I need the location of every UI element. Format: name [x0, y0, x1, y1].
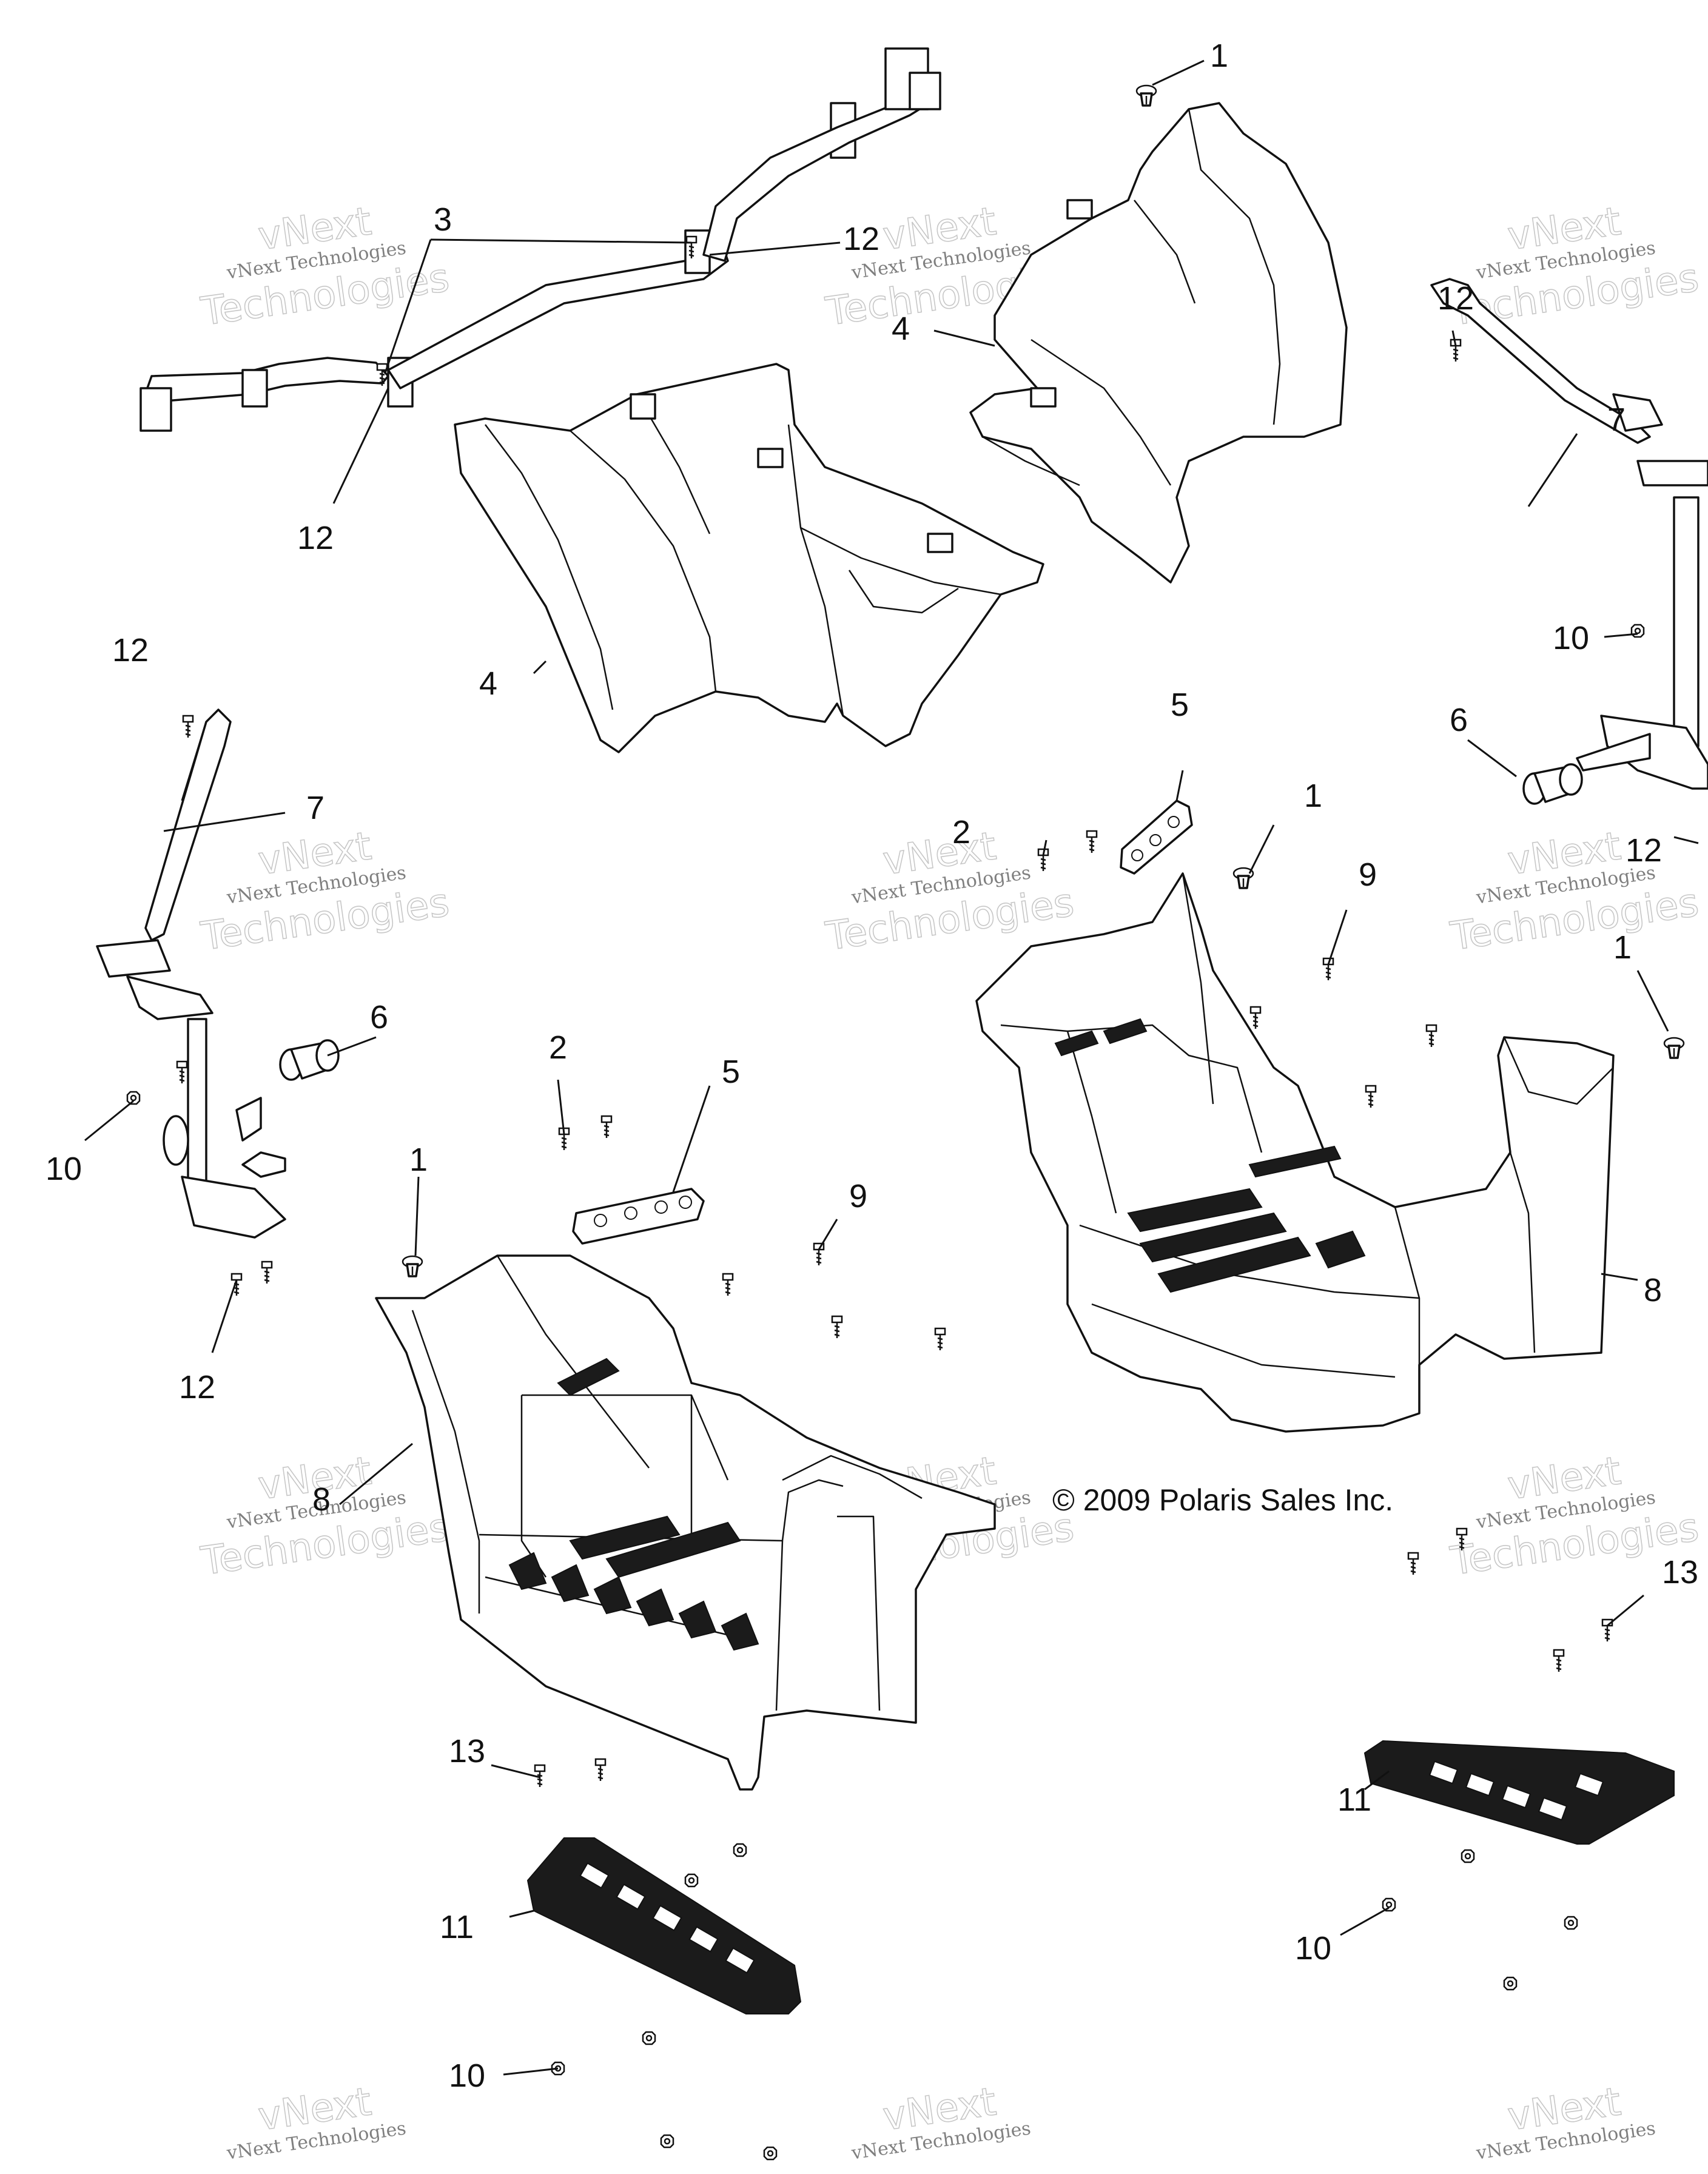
- callout-3: 3: [434, 201, 452, 238]
- watermark-mid-right: vNext vNext Technologies Technologies: [1447, 823, 1702, 960]
- callout-5: 5: [722, 1054, 740, 1090]
- callout-1: 1: [409, 1142, 428, 1178]
- footwell-left-part-8: [375, 1254, 996, 1791]
- callout-12: 12: [112, 632, 149, 668]
- footrest-right-part-11: [1363, 1740, 1675, 1845]
- footwell-right-part-8: [975, 872, 1615, 1433]
- watermark-bottom-right: vNext vNext Technologies: [1474, 2079, 1657, 2164]
- bracket-left-part-5: [572, 1188, 705, 1245]
- watermarks: vNext vNext Technologies Technologies vN…: [198, 198, 1702, 2164]
- callout-10: 10: [1295, 1930, 1331, 1967]
- footrest-left-part-11: [526, 1837, 802, 2014]
- callout-4: 4: [892, 311, 910, 347]
- callout-labels: 1 3 12 12 4 4 12 7 10 6 12 1 12 7 6 10 1…: [45, 38, 1698, 2094]
- callout-5: 5: [1171, 687, 1189, 723]
- copyright-text: © 2009 Polaris Sales Inc.: [1052, 1483, 1393, 1517]
- fender-left-part-4: [454, 363, 1044, 753]
- callout-13: 13: [449, 1733, 485, 1769]
- callout-7: 7: [306, 790, 324, 826]
- callout-1: 1: [1304, 778, 1322, 814]
- callout-12: 12: [1626, 832, 1662, 869]
- watermark-mid-center: vNext vNext Technologies Technologies: [822, 823, 1077, 960]
- bushing-right-part-6: [1522, 763, 1583, 805]
- callout-4: 4: [479, 665, 497, 702]
- callout-10: 10: [45, 1151, 82, 1187]
- callout-12: 12: [297, 520, 334, 556]
- support-bar-part-3: [140, 47, 941, 432]
- footwell-right-treads: [1054, 1018, 1366, 1293]
- callout-7: 7: [1607, 402, 1626, 438]
- callout-9: 9: [849, 1178, 867, 1214]
- fender-right-part-4: [969, 102, 1348, 584]
- callout-8: 8: [1644, 1272, 1662, 1308]
- callout-6: 6: [370, 999, 388, 1035]
- watermark-mid-left: vNext vNext Technologies Technologies: [198, 823, 452, 960]
- callout-12: 12: [843, 221, 879, 257]
- footwell-left-treads: [508, 1358, 759, 1651]
- watermark-top-left: vNext vNext Technologies Technologies: [198, 198, 452, 335]
- watermark-bottom-left: vNext vNext Technologies: [225, 2079, 408, 2164]
- callout-11: 11: [1337, 1782, 1371, 1818]
- callout-10: 10: [1553, 620, 1589, 656]
- bushing-left-part-6: [279, 1039, 340, 1081]
- rail-right-part-7: [1430, 278, 1708, 790]
- callout-6: 6: [1450, 702, 1468, 738]
- leader-lines: [84, 59, 1699, 2076]
- callout-2: 2: [952, 814, 970, 850]
- watermark-bottom-center: vNext vNext Technologies: [850, 2079, 1032, 2164]
- callout-12: 12: [179, 1369, 215, 1405]
- callout-8: 8: [312, 1481, 331, 1518]
- callout-2: 2: [549, 1029, 567, 1066]
- callout-13: 13: [1662, 1554, 1698, 1590]
- rail-left-part-7: [96, 708, 286, 1239]
- bracket-right-part-5: [1120, 799, 1193, 875]
- callout-9: 9: [1359, 856, 1377, 893]
- callout-1: 1: [1210, 38, 1228, 74]
- callout-12: 12: [1437, 280, 1474, 317]
- callout-10: 10: [449, 2058, 485, 2094]
- callout-1: 1: [1613, 929, 1632, 966]
- callout-11: 11: [440, 1909, 474, 1945]
